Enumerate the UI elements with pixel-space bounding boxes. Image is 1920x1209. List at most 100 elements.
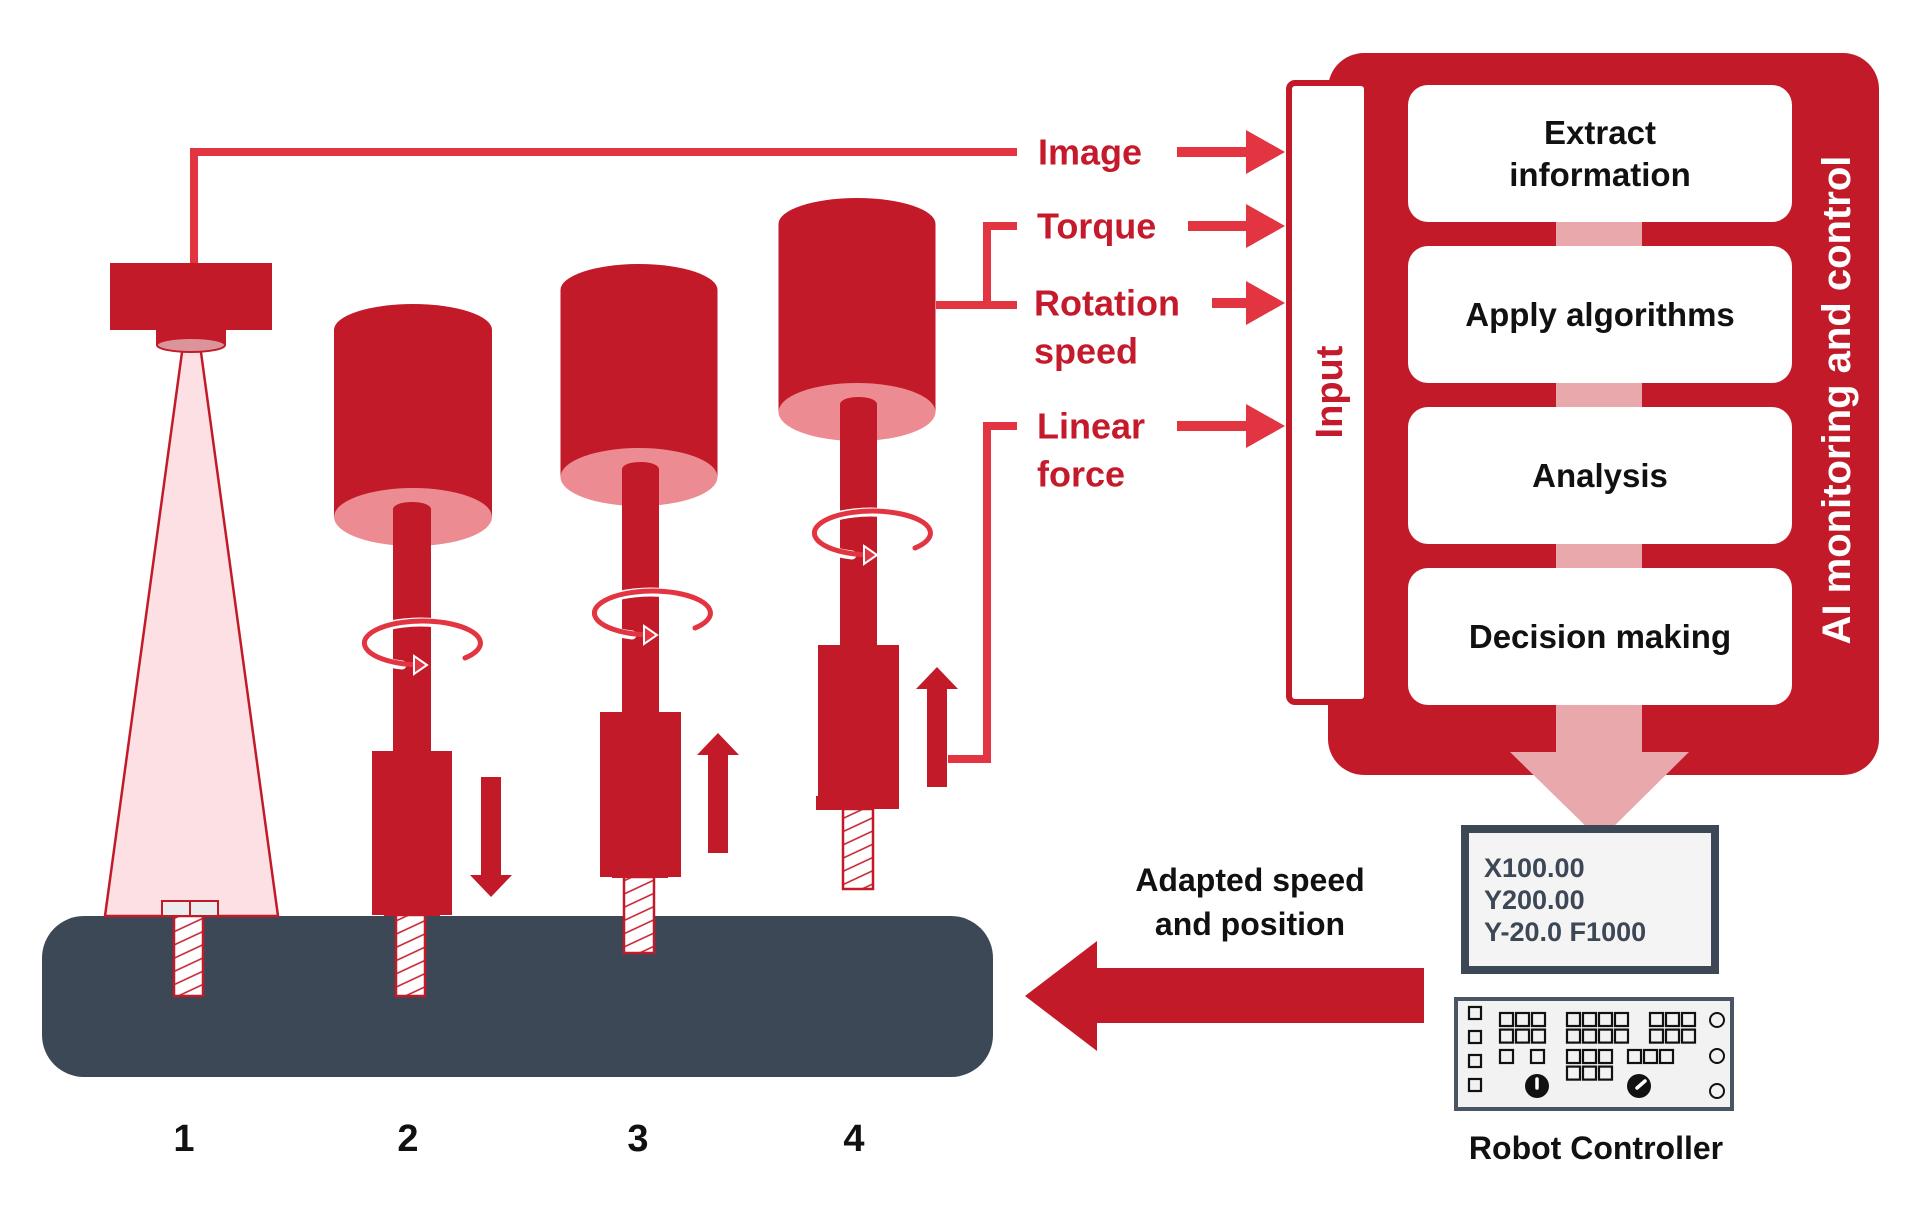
feedback-arrow <box>1025 941 1424 1051</box>
image-signal-line <box>190 148 1017 263</box>
bit-holder <box>600 712 681 877</box>
shaft-top <box>622 462 659 476</box>
sensor-label: speed <box>1034 331 1138 372</box>
panel-key <box>1581 1048 1598 1065</box>
down-motion-arrow-icon <box>470 777 512 897</box>
ai-step-box: Apply algorithms <box>1408 246 1792 383</box>
panel-key <box>1467 1053 1483 1069</box>
screw-thread <box>394 913 427 998</box>
ai-step-background <box>1408 568 1792 705</box>
camera-station <box>103 148 1017 918</box>
panel-key <box>1581 1028 1598 1044</box>
screwdriver-tool <box>560 264 739 877</box>
panel-key <box>1581 1065 1598 1081</box>
ai-step-label: Extract <box>1544 114 1656 151</box>
panel-key <box>1498 1048 1515 1065</box>
torque-rotation-bracket <box>936 222 1017 309</box>
panel-key <box>1467 1077 1483 1093</box>
sensor-input-rotation-speed: Rotation speed <box>1034 281 1285 372</box>
panel-key <box>1529 1048 1546 1065</box>
controller-panel <box>1454 997 1734 1111</box>
motor-body <box>778 198 936 412</box>
panel-key <box>1565 1065 1582 1081</box>
screwdriver-tool <box>334 304 512 915</box>
step-number: 1 <box>173 1118 194 1160</box>
workpiece-base <box>42 916 993 1077</box>
ai-panel-title: AI monitoring and control <box>1815 156 1859 645</box>
ai-step-label: information <box>1509 156 1690 193</box>
input-label: Input <box>1309 345 1351 438</box>
ai-step-background <box>1408 85 1792 222</box>
panel-key <box>1648 1011 1665 1028</box>
panel-key <box>1613 1028 1630 1044</box>
controller-display <box>1461 825 1719 974</box>
screwdriver-tool <box>778 198 958 809</box>
panel-key <box>1498 1011 1515 1028</box>
panel-key <box>1467 1005 1483 1021</box>
sensor-label: Rotation <box>1034 283 1180 324</box>
ai-step-box: Extract information <box>1408 85 1792 222</box>
panel-key <box>1626 1048 1643 1065</box>
panel-key <box>1664 1011 1681 1028</box>
panel-key <box>1597 1028 1614 1044</box>
input-arrow-icon <box>1188 204 1285 248</box>
panel-knob-icon <box>1627 1074 1651 1098</box>
panel-key <box>1642 1048 1659 1065</box>
panel-key <box>1581 1011 1598 1028</box>
controller-label: Robot Controller <box>1469 1130 1723 1166</box>
sensor-label: Torque <box>1037 206 1156 247</box>
panel-key <box>1658 1048 1675 1065</box>
panel-key <box>1597 1048 1614 1065</box>
rotation-arrow-icon <box>807 507 933 566</box>
panel-key <box>1467 1029 1483 1045</box>
step-connector <box>1556 544 1642 568</box>
step-number: 3 <box>627 1118 648 1160</box>
shaft-top <box>840 397 877 411</box>
input-arrow-icon <box>1212 281 1285 325</box>
screw-thread <box>841 807 875 891</box>
sensor-input-image: Image <box>1038 130 1285 174</box>
input-arrow-icon <box>1177 130 1285 174</box>
motor-body <box>560 264 718 477</box>
panel-key <box>1664 1028 1681 1044</box>
camera-lens <box>156 337 226 353</box>
screw <box>816 796 875 891</box>
output-arrow <box>1510 705 1689 840</box>
screw-head <box>189 900 219 917</box>
sensor-label: Image <box>1038 132 1142 173</box>
drive-shaft <box>393 509 431 751</box>
up-motion-arrow-icon <box>916 667 958 787</box>
motor-body <box>334 304 492 517</box>
up-motion-arrow-icon <box>697 733 739 853</box>
sensor-input-torque: Torque <box>1037 204 1285 248</box>
ai-step-background <box>1408 407 1792 544</box>
bit-holder <box>372 751 452 915</box>
panel-key <box>1680 1028 1697 1044</box>
bit-holder <box>818 645 899 809</box>
screw <box>161 900 219 998</box>
camera-body <box>110 263 272 330</box>
feedback-label: and position <box>1155 906 1345 942</box>
feedback-label: Adapted speed <box>1135 862 1364 898</box>
ai-step-box: Decision making <box>1408 568 1792 705</box>
camera-view-cone <box>103 343 280 918</box>
panel-indicator-icon <box>1709 1083 1725 1099</box>
panel-key <box>1565 1011 1582 1028</box>
panel-knob-icon <box>1525 1074 1549 1098</box>
panel-key <box>1597 1065 1614 1081</box>
sensor-label: Linear <box>1037 406 1145 447</box>
shaft-top <box>393 502 431 516</box>
ai-step-label: Analysis <box>1532 457 1668 494</box>
step-number: 4 <box>843 1118 864 1160</box>
screw-thread <box>172 914 205 998</box>
panel-indicator-icon <box>1709 1012 1725 1028</box>
panel-key <box>1680 1011 1697 1028</box>
display-line: Y200.00 <box>1484 885 1585 915</box>
ai-step-label: Apply algorithms <box>1465 296 1735 333</box>
panel-key <box>1530 1011 1547 1028</box>
rotation-arrow-icon <box>357 617 483 676</box>
rotation-arrow-icon <box>587 587 713 646</box>
linear-force-bracket <box>948 422 1017 763</box>
